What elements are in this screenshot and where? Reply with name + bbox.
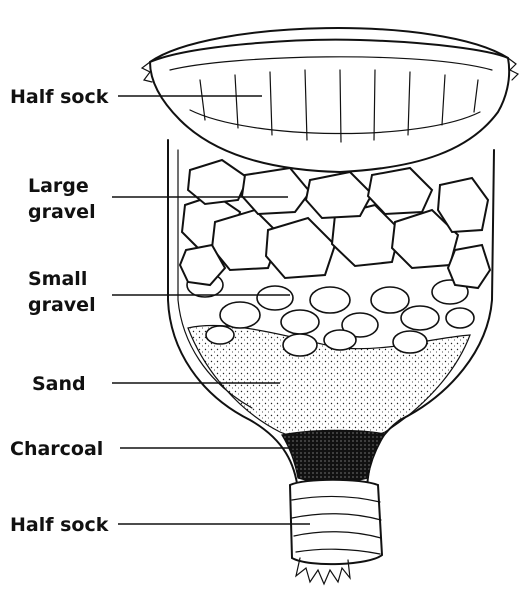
label-small-gravel: Small gravel xyxy=(28,268,96,316)
top-half-sock xyxy=(142,28,518,172)
label-sand: Sand xyxy=(32,373,86,395)
label-line: Small xyxy=(28,268,87,290)
label-charcoal: Charcoal xyxy=(10,438,103,460)
bottom-half-sock xyxy=(290,480,382,584)
label-half-sock-bottom: Half sock xyxy=(10,514,109,536)
large-gravel-layer xyxy=(180,160,490,288)
label-half-sock-top: Half sock xyxy=(10,86,109,108)
label-line: Large xyxy=(28,175,89,197)
label-line: gravel xyxy=(28,294,96,316)
labels: Half sock Large gravel Small gravel Sand… xyxy=(10,86,109,536)
charcoal-layer xyxy=(282,430,385,482)
label-large-gravel: Large gravel xyxy=(28,175,96,223)
label-line: gravel xyxy=(28,201,96,223)
